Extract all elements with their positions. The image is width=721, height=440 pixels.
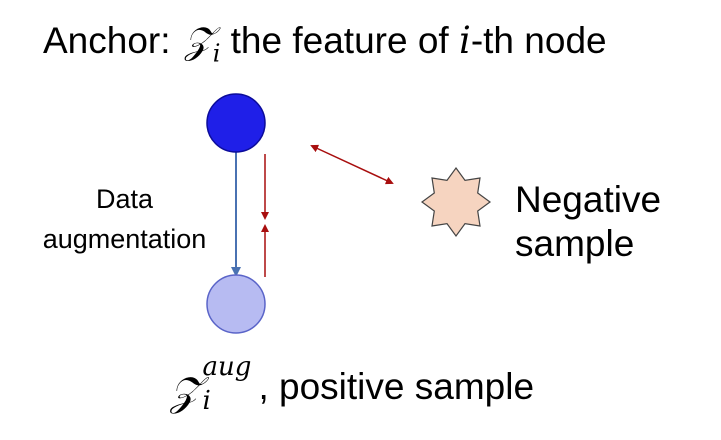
negative-star-icon xyxy=(420,166,492,238)
positive-superscript: aug xyxy=(202,352,252,382)
anchor-index: i xyxy=(458,19,471,62)
negative-line-1: Negative xyxy=(515,179,662,220)
push-apart-arrow xyxy=(310,144,394,185)
anchor-desc-start: the feature of xyxy=(230,20,449,61)
anchor-title: Anchor:𝒵i the feature of i-th node xyxy=(43,22,607,65)
positive-node xyxy=(206,274,266,334)
anchor-prefix: Anchor: xyxy=(43,20,171,61)
negative-sample-label: Negative sample xyxy=(515,178,661,266)
anchor-symbol: 𝒵 xyxy=(184,19,213,62)
augmentation-line-1: Data xyxy=(95,184,154,214)
augmentation-label: Data augmentation xyxy=(22,179,227,259)
positive-symbol: 𝒵 xyxy=(170,369,201,415)
anchor-subscript: i xyxy=(212,39,221,68)
augmentation-line-2: augmentation xyxy=(42,224,207,254)
positive-subscript: i xyxy=(202,386,211,416)
negative-line-2: sample xyxy=(515,223,635,264)
positive-text: , positive sample xyxy=(258,366,535,407)
anchor-desc-end: -th node xyxy=(470,20,607,61)
anchor-node xyxy=(206,93,266,153)
